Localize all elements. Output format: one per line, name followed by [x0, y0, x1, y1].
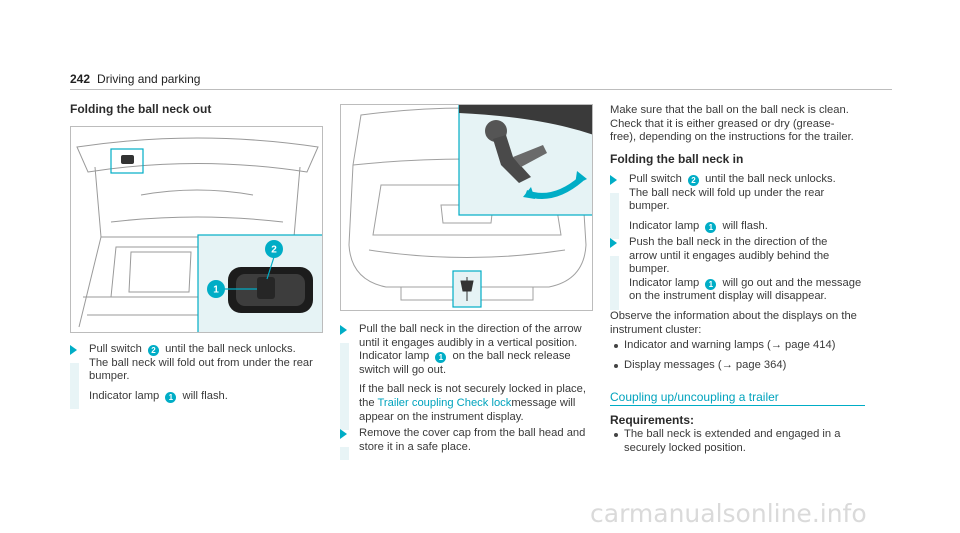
section-link-coupling[interactable]: Coupling up/uncoupling a trailer — [610, 390, 779, 404]
badge-2: 2 — [687, 175, 699, 186]
svg-text:1: 1 — [213, 285, 219, 296]
step-fold-in-2: Push the ball neck in the direction of t… — [610, 236, 880, 310]
heading-fold-out: Folding the ball neck out — [70, 102, 212, 116]
callout-1 — [207, 280, 225, 298]
badge-1: 1 — [705, 221, 717, 233]
switch-thumbnail — [121, 155, 134, 164]
step-arrow-icon — [340, 429, 347, 439]
badge-1: 1 — [165, 391, 177, 403]
section-title: Driving and parking — [97, 72, 201, 86]
requirement-item: The ball neck is extended and engaged in… — [612, 428, 960, 455]
step-arrow-icon — [610, 238, 617, 248]
step-arrow-icon — [70, 345, 77, 355]
requirements-heading: Requirements: — [610, 413, 695, 427]
heading-fold-in: Folding the ball neck in — [610, 152, 744, 166]
badge-1: 1 — [705, 278, 717, 290]
figure-rear-ball-neck — [340, 104, 593, 311]
step-fold-out-3: Remove the cover cap from the ball head … — [340, 427, 600, 461]
rear-car-illustration — [348, 105, 592, 308]
step-arrow-icon — [610, 175, 617, 185]
observe-paragraph: Observe the information about the displa… — [610, 310, 857, 336]
figure-trunk-switch: 1 2 — [70, 126, 323, 333]
callout-2 — [265, 240, 283, 258]
badge-2: 2 — [147, 345, 159, 356]
step-fold-in-1: Pull switch 2 until the ball neck unlock… — [610, 173, 880, 240]
cross-ref-warning-lamps[interactable]: Indicator and warning lamps (→ page 414) — [612, 339, 835, 353]
badge-1: 1 — [435, 352, 447, 364]
intro-paragraph: Make sure that the ball on the ball neck… — [610, 104, 854, 144]
page-number: 242 — [70, 72, 91, 86]
step-arrow-icon — [340, 325, 347, 335]
switch-highlight-box — [110, 148, 144, 174]
section-rule — [610, 405, 865, 406]
header-rule — [70, 89, 892, 90]
message-link-trailer-coupling[interactable]: Trailer coupling Check lock — [377, 396, 512, 409]
cross-reference-list: Indicator and warning lamps (→ page 414)… — [612, 339, 835, 372]
svg-text:2: 2 — [271, 245, 277, 256]
cross-ref-display-messages[interactable]: Display messages (→ page 364) — [612, 359, 835, 373]
step-fold-out-1: Pull switch 2 until the ball neck unlock… — [70, 343, 330, 410]
page-header: 242 Driving and parking — [70, 72, 201, 87]
step-fold-out-2: Pull the ball neck in the direction of t… — [340, 323, 600, 431]
trunk-illustration: 1 2 — [76, 137, 322, 332]
watermark: carmanualsonline.info — [590, 499, 867, 528]
